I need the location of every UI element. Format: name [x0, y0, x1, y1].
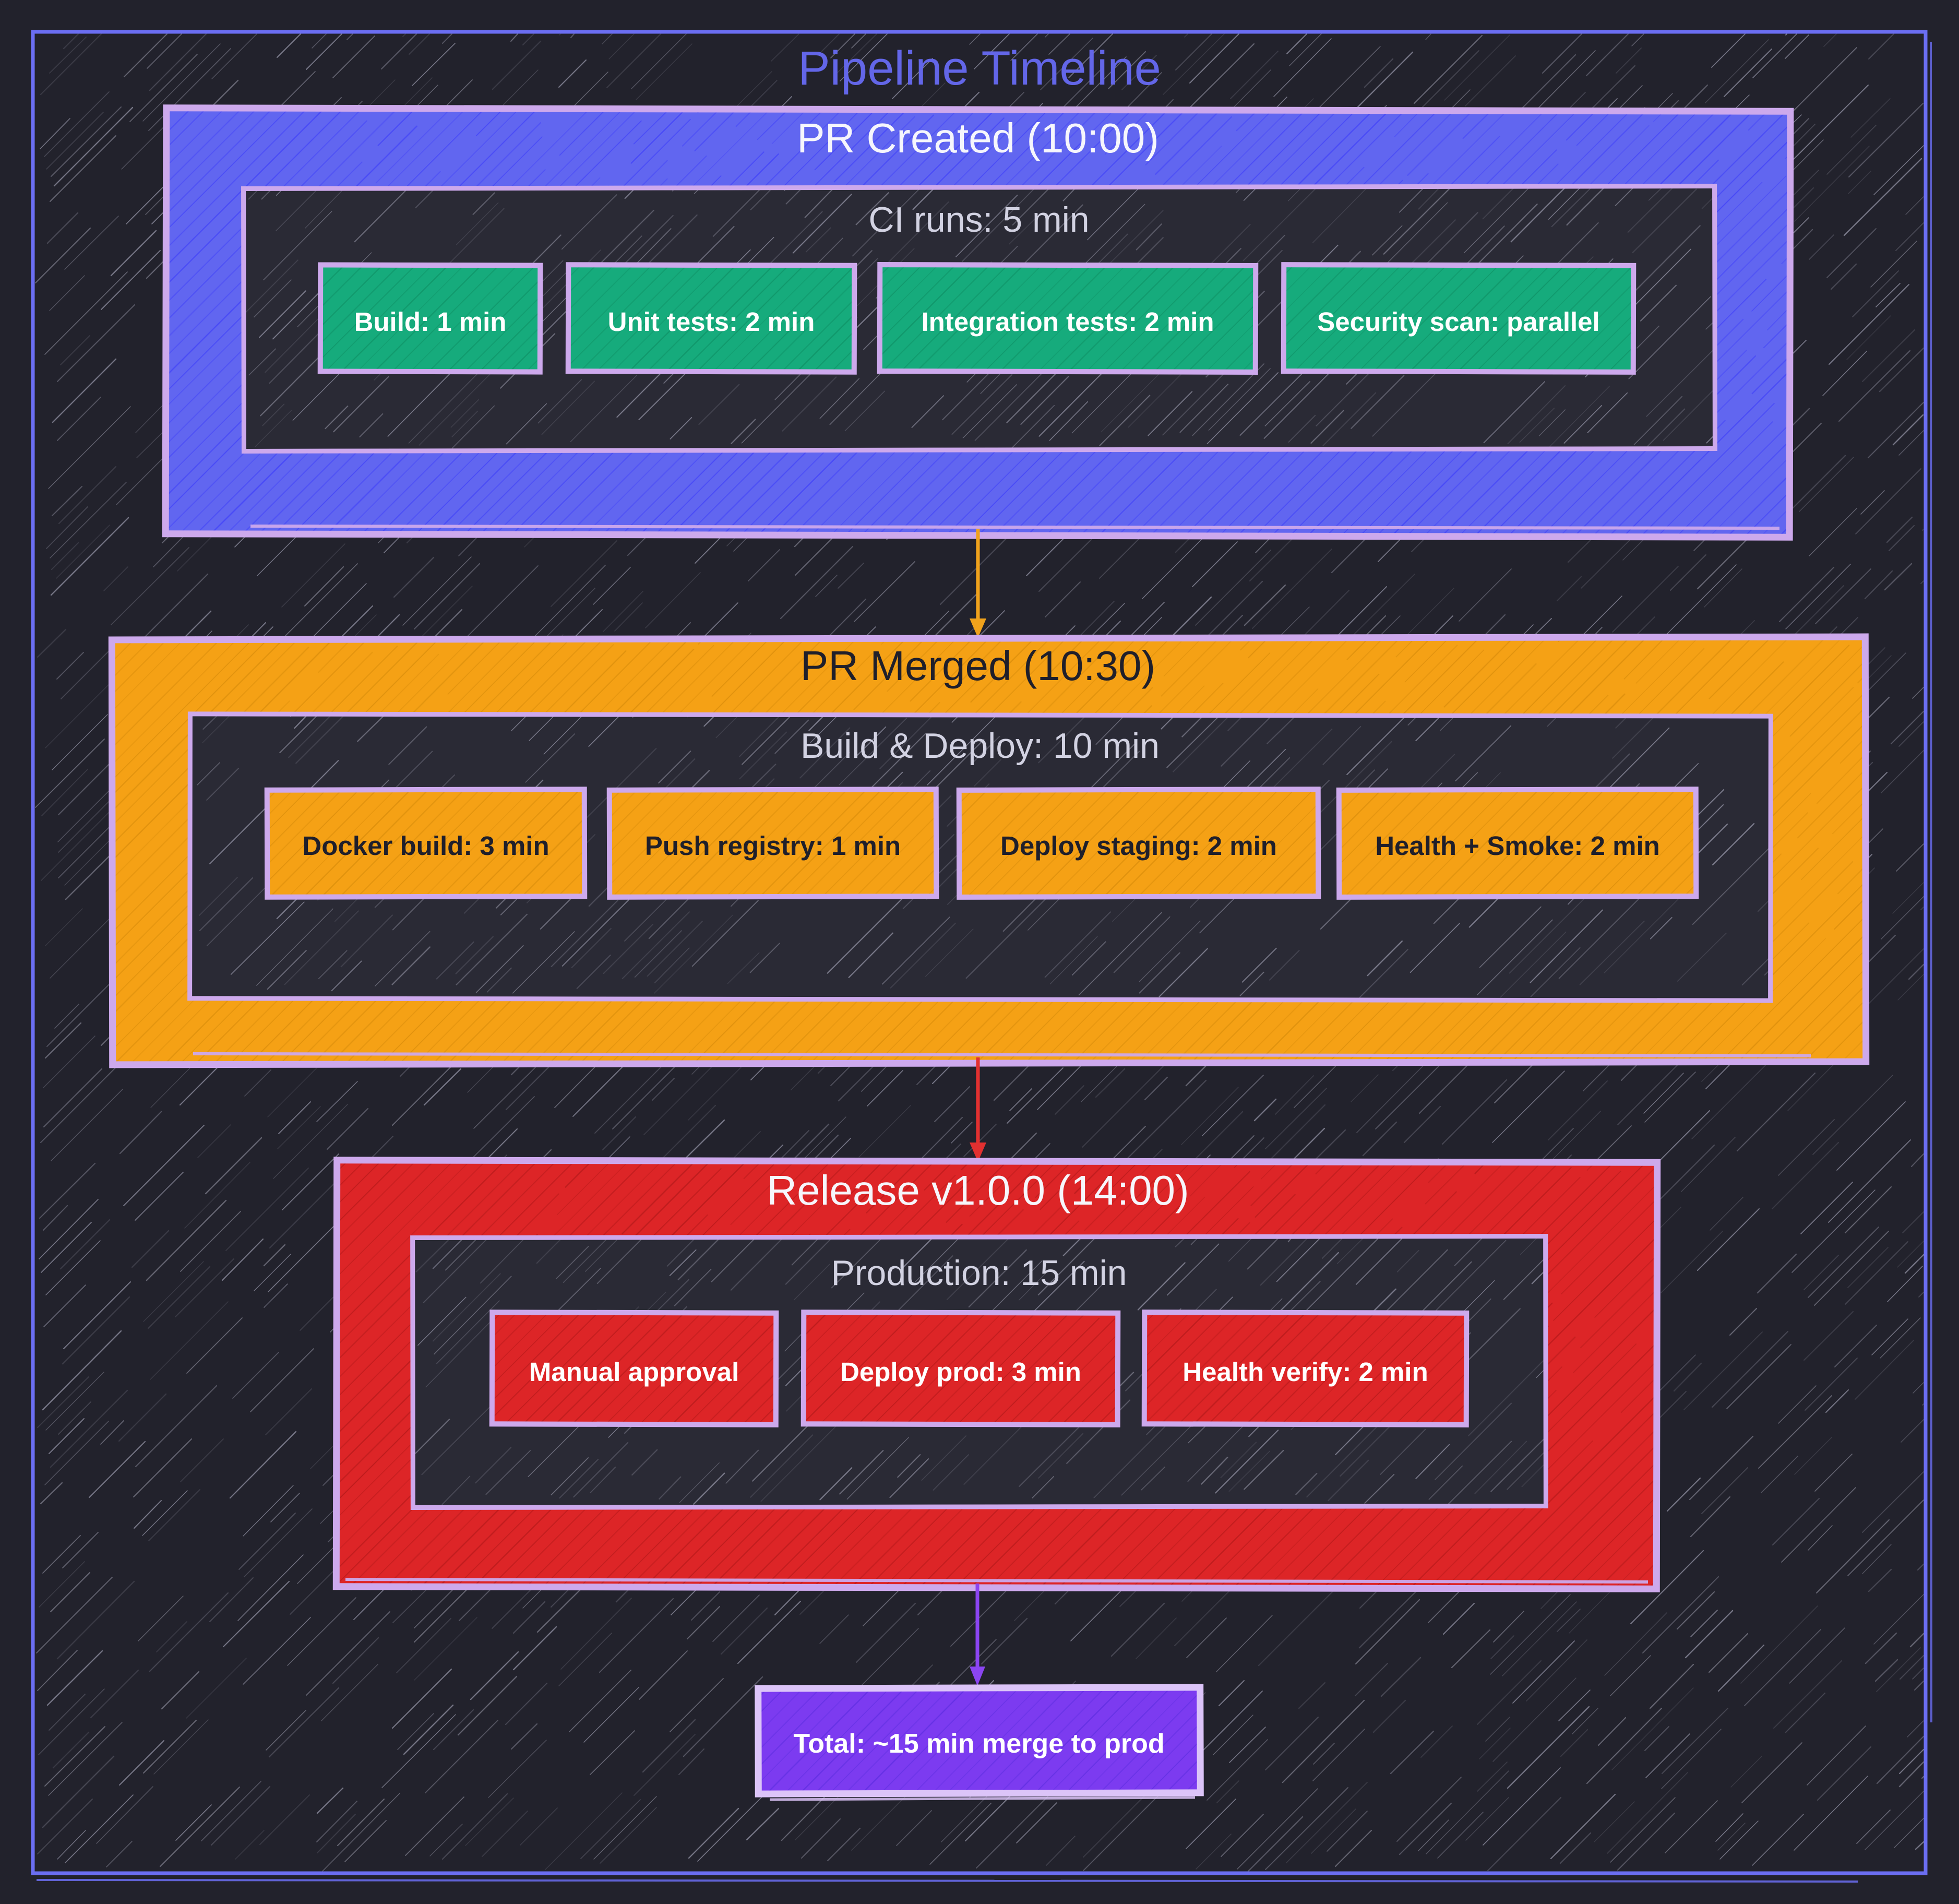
svg-text:Security scan: parallel: Security scan: parallel — [1317, 307, 1599, 337]
svg-text:Health verify: 2 min: Health verify: 2 min — [1182, 1357, 1428, 1387]
svg-text:Health + Smoke: 2 min: Health + Smoke: 2 min — [1375, 831, 1660, 861]
svg-text:Production: 15 min: Production: 15 min — [831, 1253, 1127, 1293]
svg-text:Integration tests: 2 min: Integration tests: 2 min — [921, 307, 1214, 337]
svg-text:Total: ~15 min merge to prod: Total: ~15 min merge to prod — [793, 1729, 1164, 1759]
svg-text:Deploy staging: 2 min: Deploy staging: 2 min — [1000, 831, 1277, 861]
svg-text:Unit tests: 2 min: Unit tests: 2 min — [608, 307, 815, 337]
svg-text:PR Merged (10:30): PR Merged (10:30) — [801, 642, 1155, 689]
svg-text:Manual approval: Manual approval — [529, 1357, 739, 1387]
svg-text:Build: 1 min: Build: 1 min — [354, 307, 507, 337]
svg-text:Deploy prod: 3 min: Deploy prod: 3 min — [840, 1357, 1081, 1387]
svg-text:Push registry: 1 min: Push registry: 1 min — [645, 831, 901, 861]
svg-text:PR Created (10:00): PR Created (10:00) — [797, 115, 1159, 161]
svg-text:CI runs: 5 min: CI runs: 5 min — [868, 200, 1089, 240]
svg-text:Build & Deploy: 10 min: Build & Deploy: 10 min — [801, 726, 1160, 766]
svg-text:Release v1.0.0 (14:00): Release v1.0.0 (14:00) — [767, 1167, 1189, 1213]
svg-text:Pipeline Timeline: Pipeline Timeline — [798, 42, 1161, 95]
svg-text:Docker build: 3 min: Docker build: 3 min — [302, 831, 549, 861]
